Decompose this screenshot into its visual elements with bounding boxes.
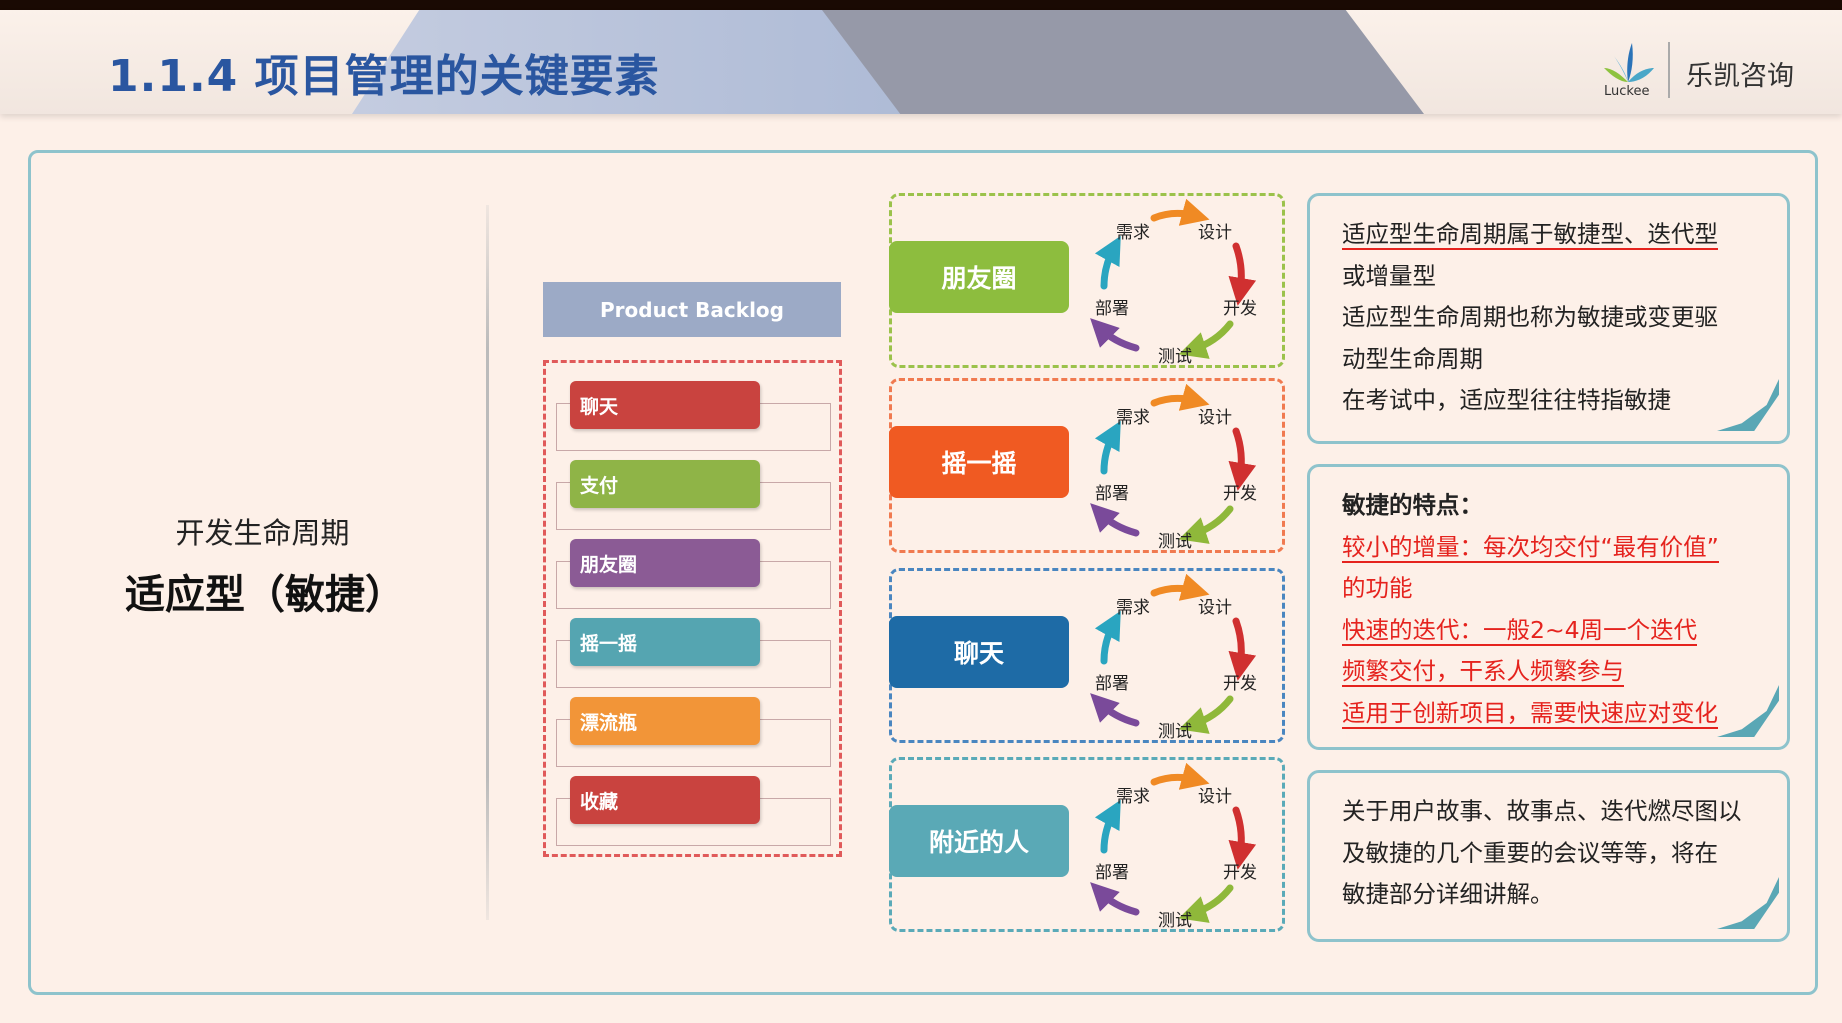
- cycle-step: 开发: [1223, 674, 1257, 694]
- note-line: 及敏捷的几个重要的会议等等，将在: [1342, 838, 1718, 867]
- cycle-step: 部署: [1095, 674, 1129, 694]
- cycle-step: 测试: [1158, 911, 1192, 931]
- note-heading: 敏捷的特点：: [1342, 491, 1483, 519]
- logo-text: 乐凯咨询: [1686, 61, 1794, 92]
- header-decoration-light: [352, 10, 912, 114]
- iteration-box: 摇一摇 需求 设计开发测试 部署: [889, 378, 1285, 553]
- cycle-step: 设计: [1198, 787, 1232, 807]
- note-text: 快速的迭代：一般2~4周一个迭代: [1342, 615, 1698, 646]
- iteration-label[interactable]: 朋友圈: [889, 241, 1069, 313]
- backlog-item[interactable]: 聊天: [570, 381, 760, 429]
- note-line: 关于用户故事、故事点、迭代燃尽图以: [1342, 797, 1742, 825]
- logo-english: Luckee: [1604, 84, 1650, 99]
- cycle-step: 部署: [1095, 484, 1129, 504]
- backlog-item[interactable]: 摇一摇: [570, 618, 760, 666]
- backlog-item[interactable]: 收藏: [570, 776, 760, 824]
- iteration-label[interactable]: 附近的人: [889, 805, 1069, 877]
- note-text: 适用于创新项目，需要快速应对变化: [1342, 698, 1718, 729]
- cycle-step: 部署: [1095, 863, 1129, 883]
- cycle-arrows-icon: [1090, 383, 1257, 544]
- cycle-step: 需求: [1116, 223, 1150, 243]
- cycle-step: 测试: [1158, 347, 1192, 367]
- backlog-item[interactable]: 支付: [570, 460, 760, 508]
- note-text: 适应型生命周期属于敏捷型、迭代型: [1342, 220, 1718, 250]
- luckee-logo-icon: [1604, 43, 1654, 82]
- note-line: 的功能: [1342, 574, 1413, 602]
- iteration-box: 附近的人 需求 设计开发测试 部署: [889, 757, 1285, 932]
- note-line: 在考试中，适应型往往特指敏捷: [1342, 386, 1671, 414]
- cycle-step: 部署: [1095, 299, 1129, 319]
- backlog-item[interactable]: 朋友圈: [570, 539, 760, 587]
- iteration-label[interactable]: 聊天: [889, 616, 1069, 688]
- backlog-item[interactable]: 漂流瓶: [570, 697, 760, 745]
- cycle-arrows-icon: [1090, 762, 1257, 923]
- note-line: 频繁交付，干系人频繁参与: [1342, 651, 1767, 693]
- note-line: 较小的增量：每次均交付“最有价值”: [1342, 527, 1767, 569]
- cycle-step: 设计: [1198, 408, 1232, 428]
- content-frame: [28, 150, 1818, 995]
- note-text: 频繁交付，干系人频繁参与: [1342, 657, 1624, 687]
- cycle-arrows-icon: [1090, 198, 1257, 359]
- note-line: 敏捷部分详细讲解。: [1342, 880, 1554, 908]
- cycle-arrows-icon: [1090, 573, 1257, 734]
- top-bar: [0, 0, 1842, 10]
- slide-title: 1.1.4 项目管理的关键要素: [108, 51, 660, 102]
- cycle-step: 需求: [1116, 787, 1150, 807]
- iteration-box: 朋友圈 需求 设计开发测试 部署: [889, 193, 1285, 368]
- note-line: 或增量型: [1342, 261, 1436, 290]
- iteration-label[interactable]: 摇一摇: [889, 426, 1069, 498]
- note-line: 适应型生命周期属于敏捷型、迭代型: [1342, 214, 1767, 256]
- lifecycle-subtitle: 开发生命周期: [175, 516, 350, 550]
- note-line: 适应型生命周期也称为敏捷或变更驱: [1342, 303, 1718, 331]
- cycle-step: 开发: [1223, 299, 1257, 319]
- cycle-step: 需求: [1116, 598, 1150, 618]
- logo-divider: [1668, 42, 1670, 98]
- product-backlog-header: Product Backlog: [543, 282, 841, 337]
- note-agile-details: 关于用户故事、故事点、迭代燃尽图以 及敏捷的几个重要的会议等等，将在 敏捷部分详…: [1307, 770, 1790, 942]
- note-line: 动型生命周期: [1342, 344, 1483, 373]
- cycle-step: 需求: [1116, 408, 1150, 428]
- vertical-divider: [486, 205, 489, 920]
- note-line: 快速的迭代：一般2~4周一个迭代: [1342, 610, 1767, 652]
- cycle-step: 测试: [1158, 532, 1192, 552]
- note-text: 较小的增量：每次均交付“最有价值”: [1342, 532, 1719, 563]
- note-adaptive-lifecycle: 适应型生命周期属于敏捷型、迭代型 或增量型 适应型生命周期也称为敏捷或变更驱 动…: [1307, 193, 1790, 444]
- cycle-step: 测试: [1158, 722, 1192, 742]
- lifecycle-title: 适应型（敏捷）: [125, 572, 405, 618]
- cycle-step: 设计: [1198, 223, 1232, 243]
- iteration-box: 聊天 需求 设计开发测试 部署: [889, 568, 1285, 743]
- cycle-step: 开发: [1223, 484, 1257, 504]
- note-agile-features: 敏捷的特点： 较小的增量：每次均交付“最有价值” 的功能 快速的迭代：一般2~4…: [1307, 464, 1790, 750]
- cycle-step: 设计: [1198, 598, 1232, 618]
- header-decoration-dark: [822, 10, 1424, 114]
- product-backlog-box: [543, 360, 842, 857]
- note-line: 适用于创新项目，需要快速应对变化: [1342, 693, 1767, 735]
- cycle-step: 开发: [1223, 863, 1257, 883]
